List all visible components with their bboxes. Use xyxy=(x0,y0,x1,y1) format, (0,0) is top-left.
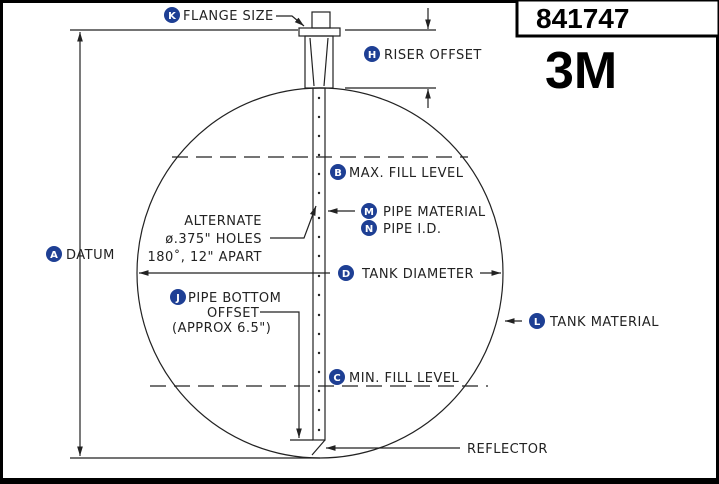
label-reflector: REFLECTOR xyxy=(467,442,548,457)
svg-text:DATUM: DATUM xyxy=(66,248,115,263)
svg-text:RISER OFFSET: RISER OFFSET xyxy=(384,48,482,63)
label-pipe-id: N PIPE I.D. xyxy=(361,220,441,237)
label-flange-size: K FLANGE SIZE xyxy=(164,7,274,24)
svg-text:MAX. FILL LEVEL: MAX. FILL LEVEL xyxy=(349,166,464,181)
svg-text:ø.375" HOLES: ø.375" HOLES xyxy=(165,232,262,247)
flange-fitting xyxy=(311,11,331,29)
svg-text:B: B xyxy=(334,168,342,179)
svg-text:REFLECTOR: REFLECTOR xyxy=(467,442,548,457)
label-pipe-material: M PIPE MATERIAL xyxy=(361,203,486,220)
svg-text:PIPE I.D.: PIPE I.D. xyxy=(383,222,441,237)
label-max-fill: B MAX. FILL LEVEL xyxy=(330,164,464,181)
label-riser-offset: H RISER OFFSET xyxy=(364,46,482,63)
svg-text:H: H xyxy=(368,50,376,61)
svg-text:M: M xyxy=(364,207,374,218)
svg-text:N: N xyxy=(365,224,373,235)
reflector xyxy=(311,439,326,456)
svg-text:PIPE MATERIAL: PIPE MATERIAL xyxy=(383,205,486,220)
svg-text:OFFSET: OFFSET xyxy=(207,306,259,321)
badge-k xyxy=(164,7,180,23)
brand-logo: 3M xyxy=(545,42,617,100)
probe-pipe xyxy=(312,87,326,441)
svg-text:MIN. FILL LEVEL: MIN. FILL LEVEL xyxy=(349,371,460,386)
svg-text:PIPE BOTTOM: PIPE BOTTOM xyxy=(188,291,281,306)
label-datum: A DATUM xyxy=(46,246,115,263)
svg-text:180˚, 12" APART: 180˚, 12" APART xyxy=(147,249,262,265)
part-number: 841747 xyxy=(536,3,629,34)
label-min-fill: C MIN. FILL LEVEL xyxy=(329,369,460,386)
svg-text:(APPROX 6.5"): (APPROX 6.5") xyxy=(172,321,271,336)
svg-text:FLANGE SIZE: FLANGE SIZE xyxy=(183,9,274,24)
pipe-holes xyxy=(317,96,321,432)
svg-text:ALTERNATE: ALTERNATE xyxy=(184,214,262,229)
drawing-sheet xyxy=(3,3,716,478)
svg-text:J: J xyxy=(175,293,180,304)
svg-text:C: C xyxy=(333,373,340,384)
svg-text:L: L xyxy=(534,317,541,328)
svg-text:TANK MATERIAL: TANK MATERIAL xyxy=(549,315,659,330)
svg-text:TANK DIAMETER: TANK DIAMETER xyxy=(361,267,474,282)
label-holes: ALTERNATE ø.375" HOLES 180˚, 12" APART xyxy=(147,214,262,265)
part-number-box xyxy=(515,0,719,38)
label-tank-diameter: D TANK DIAMETER xyxy=(333,264,479,282)
svg-text:A: A xyxy=(50,250,58,261)
label-pipe-bottom-offset: J PIPE BOTTOM OFFSET (APPROX 6.5") xyxy=(170,289,281,336)
label-tank-material: L TANK MATERIAL xyxy=(529,313,659,330)
svg-text:D: D xyxy=(342,269,350,280)
svg-text:K: K xyxy=(168,11,177,22)
